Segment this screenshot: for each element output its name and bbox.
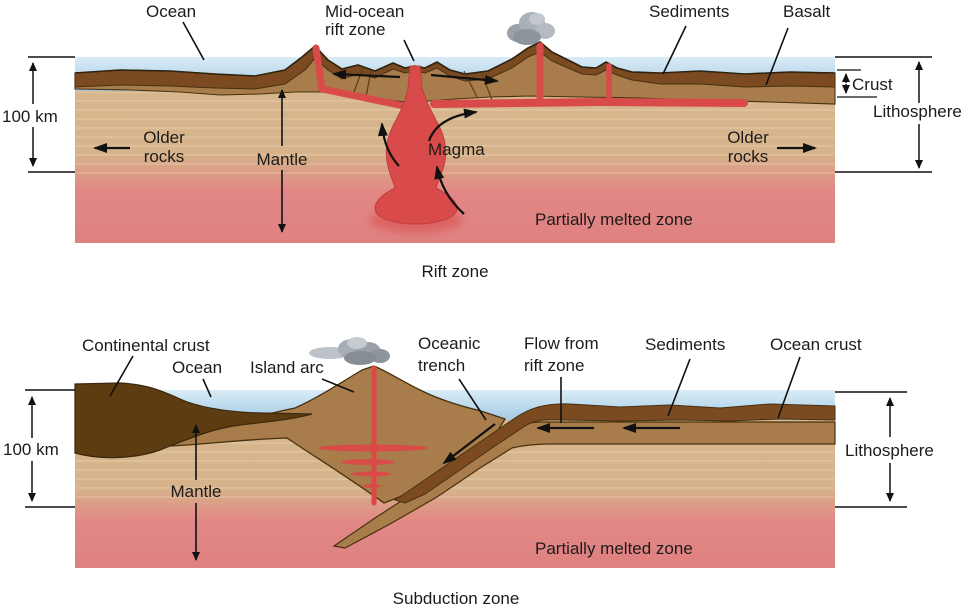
rift-crust-label: Crust — [852, 75, 893, 94]
subduction-flow-arrows — [442, 423, 680, 465]
rift-mid-ocean-label-line1: Mid-ocean — [325, 2, 404, 21]
island-arc-label: Island arc — [250, 358, 324, 377]
rift-older-rocks-right-line2: rocks — [728, 147, 769, 166]
rift-scale-bracket — [28, 56, 75, 173]
subduction-sediments-label: Sediments — [645, 335, 725, 354]
rift-zone-caption: Rift zone — [421, 262, 488, 281]
rift-fault-lines — [353, 66, 493, 101]
subduction-partially-melted-label: Partially melted zone — [535, 539, 693, 558]
rift-scale-label: 100 km — [2, 107, 58, 126]
oceanic-trench-label-line1: Oceanic — [418, 334, 481, 353]
subduction-scale-label: 100 km — [3, 440, 59, 459]
continental-crust-label: Continental crust — [82, 336, 210, 355]
rift-partially-melted-label: Partially melted zone — [535, 210, 693, 229]
subduction-zone-caption: Subduction zone — [393, 589, 520, 608]
rift-mantle-label: Mantle — [256, 150, 307, 169]
rift-left-sill — [312, 44, 408, 110]
rift-basalt-label: Basalt — [783, 2, 831, 21]
rift-mid-ocean-label-line2: rift zone — [325, 20, 385, 39]
subduction-zone-diagram: Continental crust Ocean Island arc Ocean… — [3, 334, 934, 608]
subduction-scale-bracket — [25, 389, 75, 508]
rift-older-rocks-left-line2: rocks — [144, 147, 185, 166]
rift-seafloor-outline — [74, 41, 836, 77]
volcano-cloud-icon — [507, 12, 555, 45]
flow-from-rift-label-line2: rift zone — [524, 356, 584, 375]
island-arc-cloud-icon — [309, 337, 390, 365]
island-arc-magma — [318, 365, 428, 506]
subduction-pointer-lines — [109, 355, 801, 423]
subduction-ocean-label: Ocean — [172, 358, 222, 377]
ocean-crust-label: Ocean crust — [770, 335, 862, 354]
flow-from-rift-label-line1: Flow from — [524, 334, 599, 353]
ocean-plate-sediments — [393, 403, 836, 504]
rift-lithosphere-label: Lithosphere — [873, 102, 962, 121]
rift-flow-arrows — [93, 69, 817, 215]
oceanic-trench-label-line2: trench — [418, 356, 465, 375]
rift-ocean-label: Ocean — [146, 2, 196, 21]
rift-zone-diagram: Ocean Mid-ocean rift zone Sediments Basa… — [2, 2, 962, 281]
rift-older-rocks-left-line1: Older — [143, 128, 185, 147]
rift-magma-system — [312, 42, 748, 233]
subduction-mantle-label: Mantle — [170, 482, 221, 501]
rift-lithosphere-bracket — [835, 56, 932, 173]
subduction-lithosphere-label: Lithosphere — [845, 441, 934, 460]
continental-crust-wedge — [74, 382, 313, 459]
rift-older-rocks-right-line1: Older — [727, 128, 769, 147]
subduction-lithosphere-bracket — [835, 391, 907, 508]
rift-right-sill — [430, 97, 748, 108]
rift-sediments-label: Sediments — [649, 2, 729, 21]
rift-magma-label: Magma — [428, 140, 485, 159]
island-arc-landmass — [169, 365, 506, 504]
rift-pointer-lines — [182, 21, 789, 86]
